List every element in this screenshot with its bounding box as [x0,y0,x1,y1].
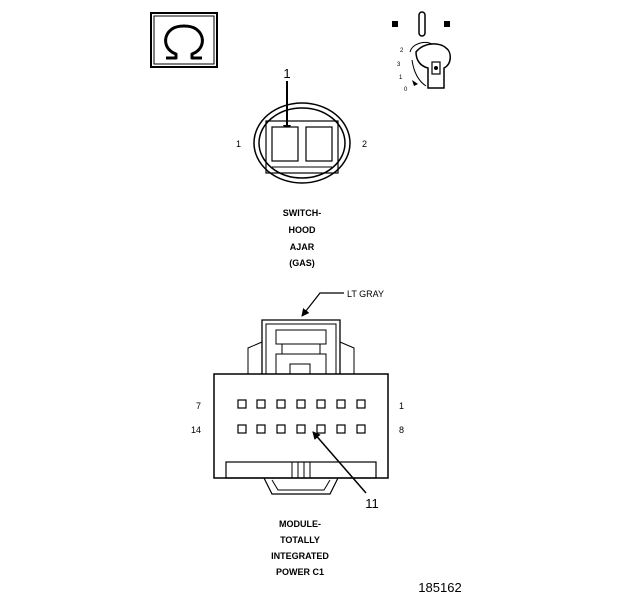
terminal-cavity [237,424,247,434]
terminal-cavity [356,424,366,434]
key-position-label: 1 [399,75,403,81]
terminal-cavity [296,399,306,409]
caption-line: POWER C1 [276,567,324,577]
caption-line: (GAS) [289,258,315,268]
key-position-label: 0 [404,87,408,93]
terminal-cavity [237,399,247,409]
terminal-cavity [305,126,333,162]
terminal-cavity [256,424,266,434]
ignition-key-icon: 2 3 1 0 [392,11,451,93]
hood-switch-connector: 1 1 2 SWITCH- HOOD AJAR (GAS) [236,66,367,268]
callout-number: 1 [283,66,290,81]
caption-line: SWITCH- [283,208,322,218]
caption-line: INTEGRATED [271,551,329,561]
key-position-label: 2 [400,48,404,54]
caption-line: AJAR [290,242,315,252]
callout-number: 11 [365,496,379,511]
wire-color-label: LT GRAY [347,289,384,299]
figure-number: 185162 [418,580,461,595]
omega-icon [150,12,218,68]
terminal-cavity [276,399,286,409]
pin-label: 14 [191,425,201,435]
terminal-cavity [256,399,266,409]
terminal-cavity [316,399,326,409]
caption-line: MODULE- [279,519,321,529]
pin-label: 7 [196,401,201,411]
terminal-cavity [296,424,306,434]
module-connector: LT GRAY [191,289,404,577]
pin-label: 1 [399,401,404,411]
terminal-cavity [271,126,299,162]
callout-arrow [312,431,367,494]
pin-label: 8 [399,425,404,435]
terminal-cavity [276,424,286,434]
key-position-label: 3 [397,62,401,68]
pin-label: 1 [236,139,241,149]
terminal-cavity [336,399,346,409]
terminal-cavity [336,424,346,434]
caption-line: TOTALLY [280,535,320,545]
pin-label: 2 [362,139,367,149]
wire-color-arrow [301,292,344,317]
terminal-cavity [316,424,326,434]
caption-line: HOOD [289,225,317,235]
terminal-cavity [356,399,366,409]
